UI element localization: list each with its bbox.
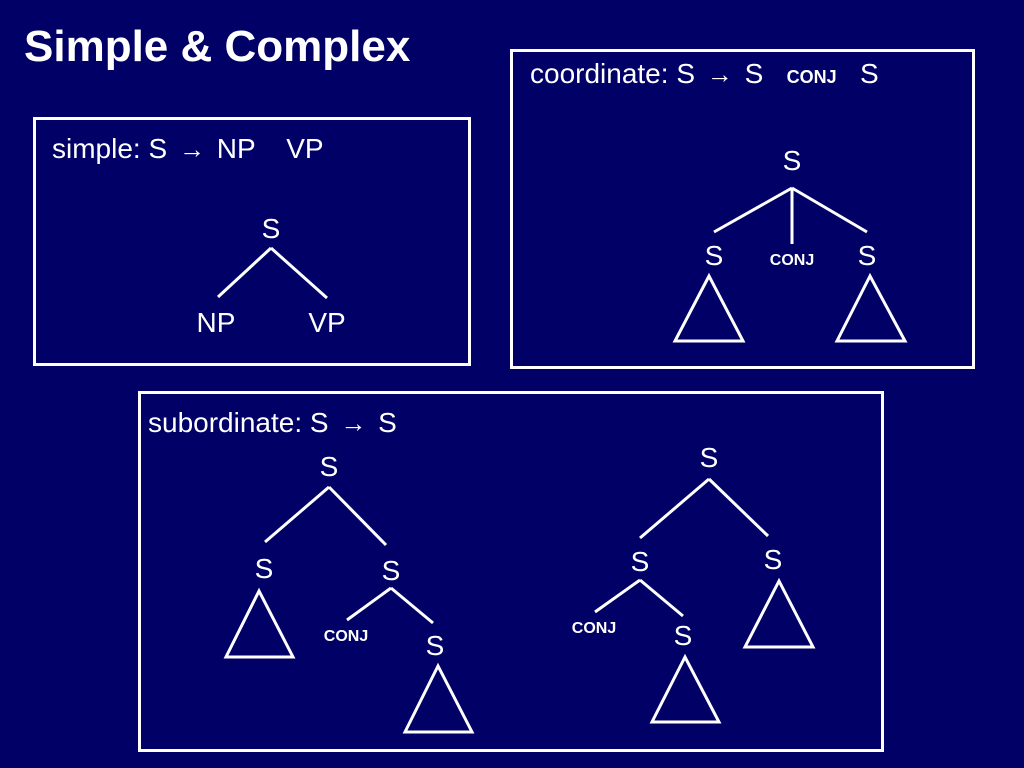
rewrite-arrow-icon: → <box>340 408 367 438</box>
coordinate-rule-rhs-1: S <box>744 58 764 89</box>
coordinate-rule-rhs-2: S <box>859 58 879 89</box>
coordinate-rule-lhs: S <box>676 58 696 89</box>
subtree-triangle-icon <box>742 577 816 649</box>
tree-edge <box>390 586 434 625</box>
tree-node: S <box>255 553 274 584</box>
tree-node: S <box>320 451 339 482</box>
tree-node: S <box>674 620 693 651</box>
subordinate-rule-rhs: S <box>378 407 397 438</box>
tree-node: NP <box>197 307 236 338</box>
tree-node-conj: CONJ <box>572 620 616 637</box>
simple-rule-rhs-2: VP <box>286 133 324 164</box>
tree-node-conj: CONJ <box>324 628 368 645</box>
subordinate-tree-a: S S S CONJ S <box>223 451 475 734</box>
coordinate-rule: coordinate: S → S CONJ S <box>530 58 879 90</box>
tree-edge <box>791 186 868 234</box>
tree-edge <box>639 477 710 540</box>
tree-node: S <box>382 555 401 586</box>
subordinate-rule-label: subordinate: <box>148 407 303 438</box>
tree-edge <box>270 246 328 300</box>
subtree-triangle-icon <box>672 272 746 343</box>
tree-edge <box>713 186 793 234</box>
coordinate-box <box>510 49 975 369</box>
rewrite-arrow-icon: → <box>178 134 205 164</box>
rewrite-arrow-icon: → <box>706 59 733 89</box>
coordinate-rule-conj: CONJ <box>786 67 837 87</box>
tree-node: S <box>700 442 719 473</box>
tree-edge <box>264 485 330 544</box>
tree-node: VP <box>308 307 345 338</box>
tree-node: S <box>631 546 650 577</box>
subordinate-tree-b: S S S CONJ S <box>572 442 816 724</box>
tree-edge <box>639 578 684 618</box>
simple-rule: simple: S → NP VP <box>52 133 324 165</box>
tree-node: S <box>262 213 281 244</box>
subtree-triangle-icon <box>223 587 296 659</box>
simple-rule-label: simple: <box>52 133 141 164</box>
tree-edge <box>216 246 273 299</box>
tree-edge <box>327 485 388 547</box>
simple-rule-lhs: S <box>148 133 168 164</box>
coordinate-rule-label: coordinate: <box>530 58 669 89</box>
subtree-triangle-icon <box>834 272 908 343</box>
tree-node: S <box>705 240 724 271</box>
slide-title: Simple & Complex <box>24 22 411 71</box>
tree-node: S <box>426 630 445 661</box>
tree-node: S <box>764 544 783 575</box>
subtree-triangle-icon <box>402 662 475 734</box>
tree-node: S <box>858 240 877 271</box>
simple-tree: S NP VP <box>197 213 346 338</box>
tree-edge <box>707 477 770 538</box>
tree-node: S <box>783 145 802 176</box>
tree-node-conj: CONJ <box>770 252 814 269</box>
subordinate-rule: subordinate: S → S <box>148 407 397 439</box>
tree-edge <box>594 578 641 614</box>
simple-box <box>33 117 471 366</box>
simple-rule-rhs-1: NP <box>216 133 256 164</box>
subordinate-rule-lhs: S <box>309 407 329 438</box>
coordinate-tree: S S CONJ S <box>672 145 908 343</box>
subtree-triangle-icon <box>649 653 722 724</box>
tree-edge <box>346 586 392 622</box>
subordinate-box <box>138 391 884 752</box>
